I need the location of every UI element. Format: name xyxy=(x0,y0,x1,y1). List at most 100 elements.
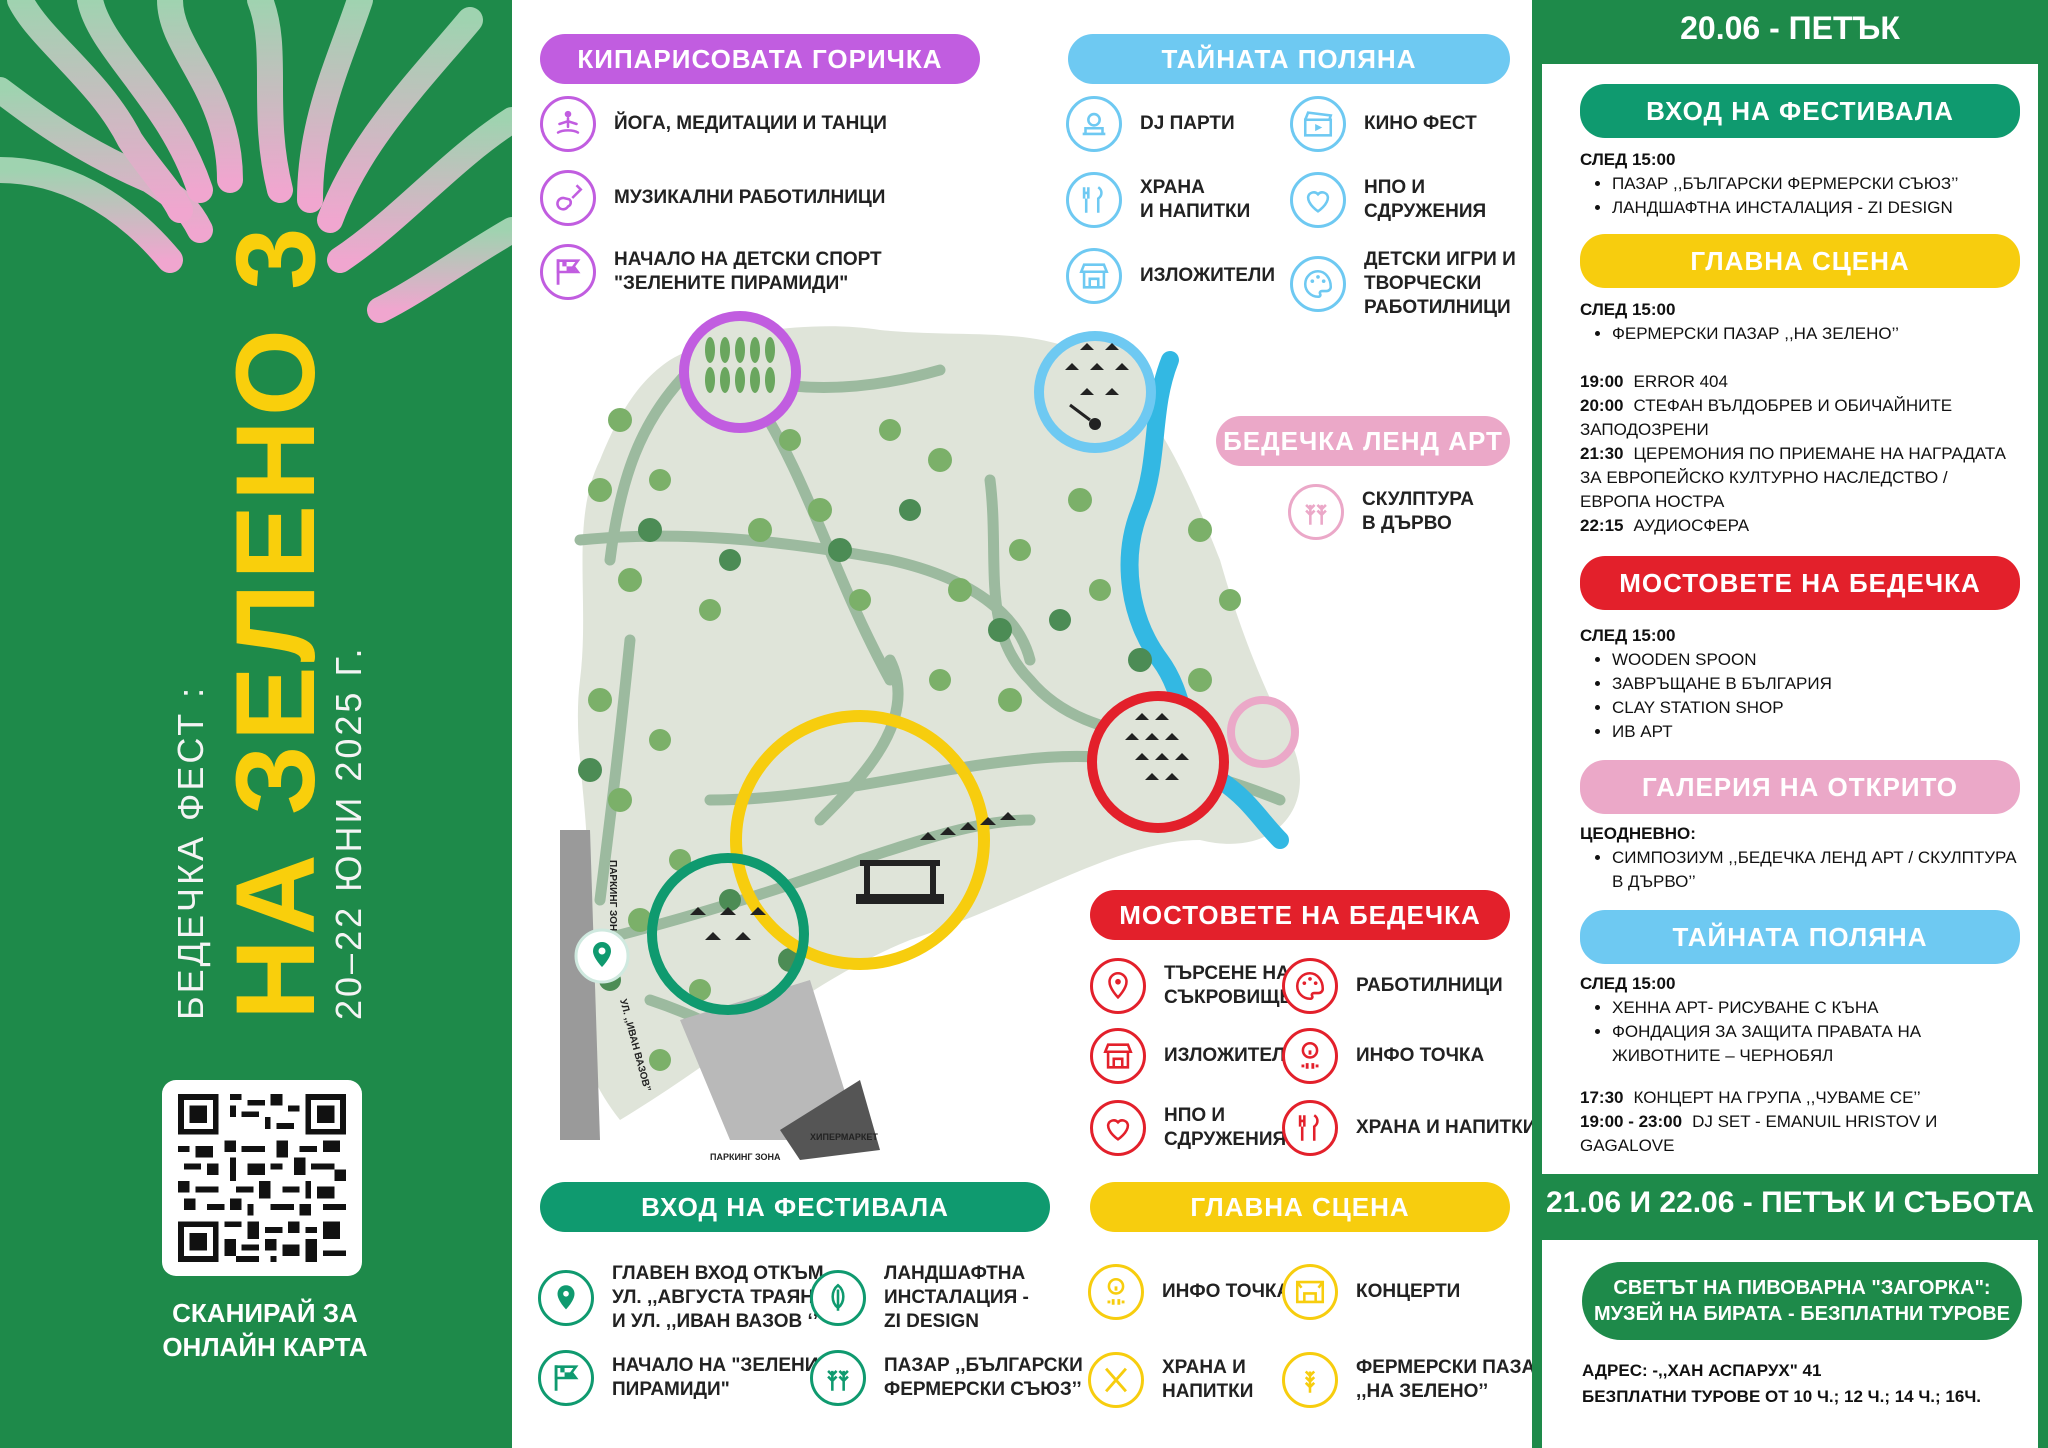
sched-title-mostove: МОСТОВЕТЕ НА БЕДЕЧКА xyxy=(1580,556,2020,610)
heart-hand-icon xyxy=(1290,172,1346,228)
sched-title-tainata: ТАЙНАТА ПОЛЯНА xyxy=(1580,910,2020,964)
festival-title: НА ЗЕЛЕНО 3 xyxy=(213,223,338,1020)
qr-code[interactable] xyxy=(162,1080,362,1276)
legend-farmers-market: ФЕРМЕРСКИ ПАЗАР ,,НА ЗЕЛЕНО’’ xyxy=(1282,1352,1548,1408)
sched-text: ЦЕРЕМОНИЯ ПО ПРИЕМАНЕ НА НАГРАДАТА ЗА ЕВ… xyxy=(1580,444,2007,511)
legend-food: ХРАНА И НАПИТКИ xyxy=(1066,172,1250,228)
sched-item: ПАЗАР ,,БЪЛГАРСКИ ФЕРМЕРСКИ СЪЮЗ’’ xyxy=(1612,172,2020,196)
map-label-parking-left: ПАРКИНГ ЗОНА xyxy=(607,860,618,938)
legend-label: КОНЦЕРТИ xyxy=(1356,1281,1461,1302)
legend-label: ЙОГА, МЕДИТАЦИИ И ТАНЦИ xyxy=(614,113,887,134)
parking-bottom xyxy=(680,980,860,1140)
day2-header: 21.06 И 22.06 - ПЕТЪК И СЪБОТА xyxy=(1546,1186,2034,1219)
map-pin-icon xyxy=(538,1270,594,1326)
zagorka-tour-badge: СВЕТЪТ НА ПИВОВАРНА "ЗАГОРКА": МУЗЕЙ НА … xyxy=(1582,1262,2022,1340)
sched-tainata: СЛЕД 15:00 ХЕННА АРТ- РИСУВАНЕ С КЪНА ФО… xyxy=(1580,972,2020,1158)
legend-label: НПО И СДРУЖЕНИЯ xyxy=(1364,177,1487,222)
sched-text: АУДИОСФЕРА xyxy=(1633,516,1750,535)
palette-icon xyxy=(1282,958,1338,1014)
clapperboard-icon xyxy=(1290,96,1346,152)
parking-left xyxy=(560,830,600,1140)
checkered-flag-icon xyxy=(538,1350,594,1406)
sched-mostove: СЛЕД 15:00 WOODEN SPOON ЗАВРЪЩАНЕ В БЪЛГ… xyxy=(1580,624,2020,744)
map-zone-mostove xyxy=(1087,691,1229,833)
festival-dates: 20–22 ЮНИ 2025 Г. xyxy=(328,645,369,1020)
sched-text: КОНЦЕРТ НА ГРУПА ,,ЧУВАМЕ СЕ’’ xyxy=(1633,1088,1921,1107)
map-label-hypermarket: ХИПЕРМАРКЕТ xyxy=(810,1132,878,1142)
legend-label: DJ ПАРТИ xyxy=(1140,113,1235,134)
map-pin-icon xyxy=(1090,958,1146,1014)
legend-label: НАЧАЛО НА "ЗЕЛЕНИТЕ ПИРАМИДИ" xyxy=(612,1355,843,1400)
heart-hand-icon xyxy=(1090,1100,1146,1156)
legend-label: КИНО ФЕСТ xyxy=(1364,113,1477,134)
sched-after: ЦЕОДНЕВНО: xyxy=(1580,824,1696,843)
wheat-icon xyxy=(810,1350,866,1406)
legend-kids-games: ДЕТСКИ ИГРИ И ТВОРЧЕСКИ РАБОТИЛНИЦИ xyxy=(1290,248,1516,320)
legend-label: РАБОТИЛНИЦИ xyxy=(1356,975,1503,996)
sched-item: ЛАНДШАФТНА ИНСТАЛАЦИЯ - ZI DESIGN xyxy=(1612,196,2020,220)
legend-label: СКУЛПТУРА В ДЪРВО xyxy=(1362,489,1475,534)
legend-label: ХРАНА И НАПИТКИ xyxy=(1162,1357,1254,1402)
zagorka-tours: БЕЗПЛАТНИ ТУРОВЕ ОТ 10 Ч.; 12 Ч.; 14 Ч.;… xyxy=(1582,1387,1981,1406)
legend-label: ГЛАВЕН ВХОД ОТКЪМ УЛ. ,,АВГУСТА ТРАЯНА’’… xyxy=(612,1263,837,1332)
legend-label: ХРАНА И НАПИТКИ xyxy=(1356,1117,1537,1138)
sched-title-glavna: ГЛАВНА СЦЕНА xyxy=(1580,234,2020,288)
zagorka-info: АДРЕС: -,,ХАН АСПАРУХ" 41 БЕЗПЛАТНИ ТУРО… xyxy=(1582,1358,2022,1410)
sched-after: СЛЕД 15:00 xyxy=(1580,974,1676,993)
sched-vhod: СЛЕД 15:00 ПАЗАР ,,БЪЛГАРСКИ ФЕРМЕРСКИ С… xyxy=(1580,148,2020,220)
map-zone-lendart xyxy=(1227,696,1299,768)
cypress-trees xyxy=(705,337,775,393)
map-zone-tainata xyxy=(1034,331,1156,453)
festival-subtitle: БЕДЕЧКА ФЕСТ : xyxy=(170,684,211,1020)
legend-concerts: КОНЦЕРТИ xyxy=(1282,1264,1460,1320)
stall-icon xyxy=(1066,248,1122,304)
festival-map[interactable]: ПАРКИНГ ЗОНА УЛ. ,,ИВАН ВАЗОВ’’ ПАРКИНГ … xyxy=(560,300,1320,1180)
legend-label: ФЕРМЕРСКИ ПАЗАР ,,НА ЗЕЛЕНО’’ xyxy=(1356,1357,1548,1402)
wheat-icon xyxy=(1288,484,1344,540)
sched-item: ХЕННА АРТ- РИСУВАНЕ С КЪНА xyxy=(1612,996,2020,1020)
qr-code-icon xyxy=(178,1094,346,1262)
info-point-icon xyxy=(1088,1264,1144,1320)
legend-label: ПАЗАР ,,БЪЛГАРСКИ ФЕРМЕРСКИ СЪЮЗ’’ xyxy=(884,1355,1083,1400)
sched-item: ИВ АРТ xyxy=(1612,720,2020,744)
zone-title-glavna: ГЛАВНА СЦЕНА xyxy=(1090,1182,1510,1232)
sched-text: ERROR 404 xyxy=(1633,372,1728,391)
legend-food-yellow: ХРАНА И НАПИТКИ xyxy=(1088,1352,1253,1408)
qr-caption-line-2: ОНЛАЙН КАРТА xyxy=(162,1332,368,1362)
trees xyxy=(578,408,1271,1071)
fork-knife-icon xyxy=(1088,1352,1144,1408)
food-drink-icon xyxy=(1282,1100,1338,1156)
legend-label: НАЧАЛО НА ДЕТСКИ СПОРТ "ЗЕЛЕНИТЕ ПИРАМИД… xyxy=(614,249,882,294)
sched-item: ФЕРМЕРСКИ ПАЗАР ,,НА ЗЕЛЕНО’’ xyxy=(1612,322,2020,346)
legend-label: ИЗЛОЖИТЕЛИ xyxy=(1164,1045,1300,1066)
sched-title-vhod: ВХОД НА ФЕСТИВАЛА xyxy=(1580,84,2020,138)
legend-yoga: ЙОГА, МЕДИТАЦИИ И ТАНЦИ xyxy=(540,96,887,152)
wheat-icon xyxy=(1282,1352,1338,1408)
legend-label: ХРАНА И НАПИТКИ xyxy=(1140,177,1251,222)
sched-text: СТЕФАН ВЪЛДОБРЕВ И ОБИЧАЙНИТЕ ЗАПОДОЗРЕН… xyxy=(1580,396,1953,439)
day1-header: 20.06 - ПЕТЪК xyxy=(1680,10,1900,46)
main-stage xyxy=(856,812,1016,904)
checkered-flag-icon xyxy=(540,244,596,300)
legend-label: ТЪРСЕНЕ НА СЪКРОВИЩЕ xyxy=(1164,963,1293,1008)
zagorka-text: СВЕТЪТ НА ПИВОВАРНА "ЗАГОРКА": МУЗЕЙ НА … xyxy=(1593,1277,2011,1325)
location-pin-icon[interactable] xyxy=(574,928,630,984)
legend-label: НПО И СДРУЖЕНИЯ xyxy=(1164,1105,1287,1150)
map-zone-glavna xyxy=(730,710,990,970)
legend-food-red: ХРАНА И НАПИТКИ xyxy=(1282,1100,1536,1156)
sched-glavna: СЛЕД 15:00 ФЕРМЕРСКИ ПАЗАР ,,НА ЗЕЛЕНО’’… xyxy=(1580,298,2020,538)
tainata-tents xyxy=(1065,343,1129,395)
sched-item: ЗАВРЪЩАНЕ В БЪЛГАРИЯ xyxy=(1612,672,2020,696)
info-point-icon xyxy=(1282,1028,1338,1084)
legend-workshops: РАБОТИЛНИЦИ xyxy=(1282,958,1503,1014)
food-drink-icon xyxy=(1066,172,1122,228)
legend-farmers-union: ПАЗАР ,,БЪЛГАРСКИ ФЕРМЕРСКИ СЪЮЗ’’ xyxy=(810,1350,1083,1406)
legend-pyramids: НАЧАЛО НА "ЗЕЛЕНИТЕ ПИРАМИДИ" xyxy=(538,1350,843,1406)
legend-landscape: ЛАНДШАФТНА ИНСТАЛАЦИЯ - ZI DESIGN xyxy=(810,1262,1029,1334)
zone-title-tainata: ТАЙНАТА ПОЛЯНА xyxy=(1068,34,1510,84)
park-paths xyxy=(574,354,1286,1126)
map-guitar-icon xyxy=(1069,403,1101,430)
